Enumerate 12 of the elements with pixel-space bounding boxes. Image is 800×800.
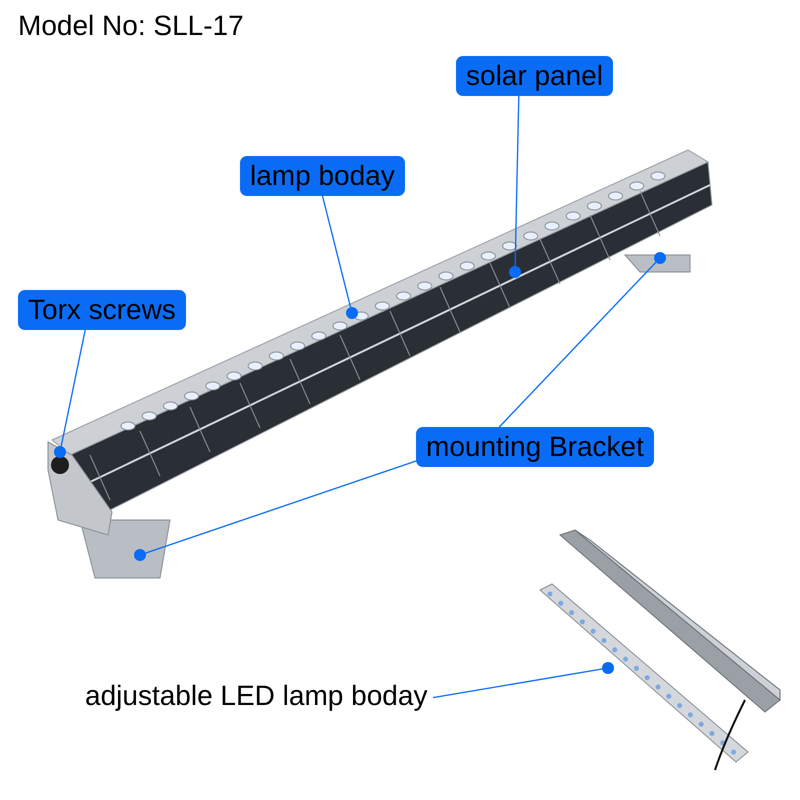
- leader-line: [498, 252, 666, 428]
- callout-label: Torx screws: [18, 290, 186, 330]
- callout-label: lamp boday: [240, 156, 405, 196]
- leader-line: [134, 460, 416, 561]
- leader-line: [322, 196, 358, 319]
- callout-text: adjustable LED lamp boday: [85, 680, 428, 712]
- leader-line: [509, 96, 521, 278]
- model-number-heading: Model No: SLL-17: [18, 10, 244, 42]
- leader-line: [54, 330, 86, 458]
- callout-label: solar panel: [456, 56, 613, 96]
- leader-line: [432, 662, 614, 698]
- callout-label: mounting Bracket: [416, 427, 654, 467]
